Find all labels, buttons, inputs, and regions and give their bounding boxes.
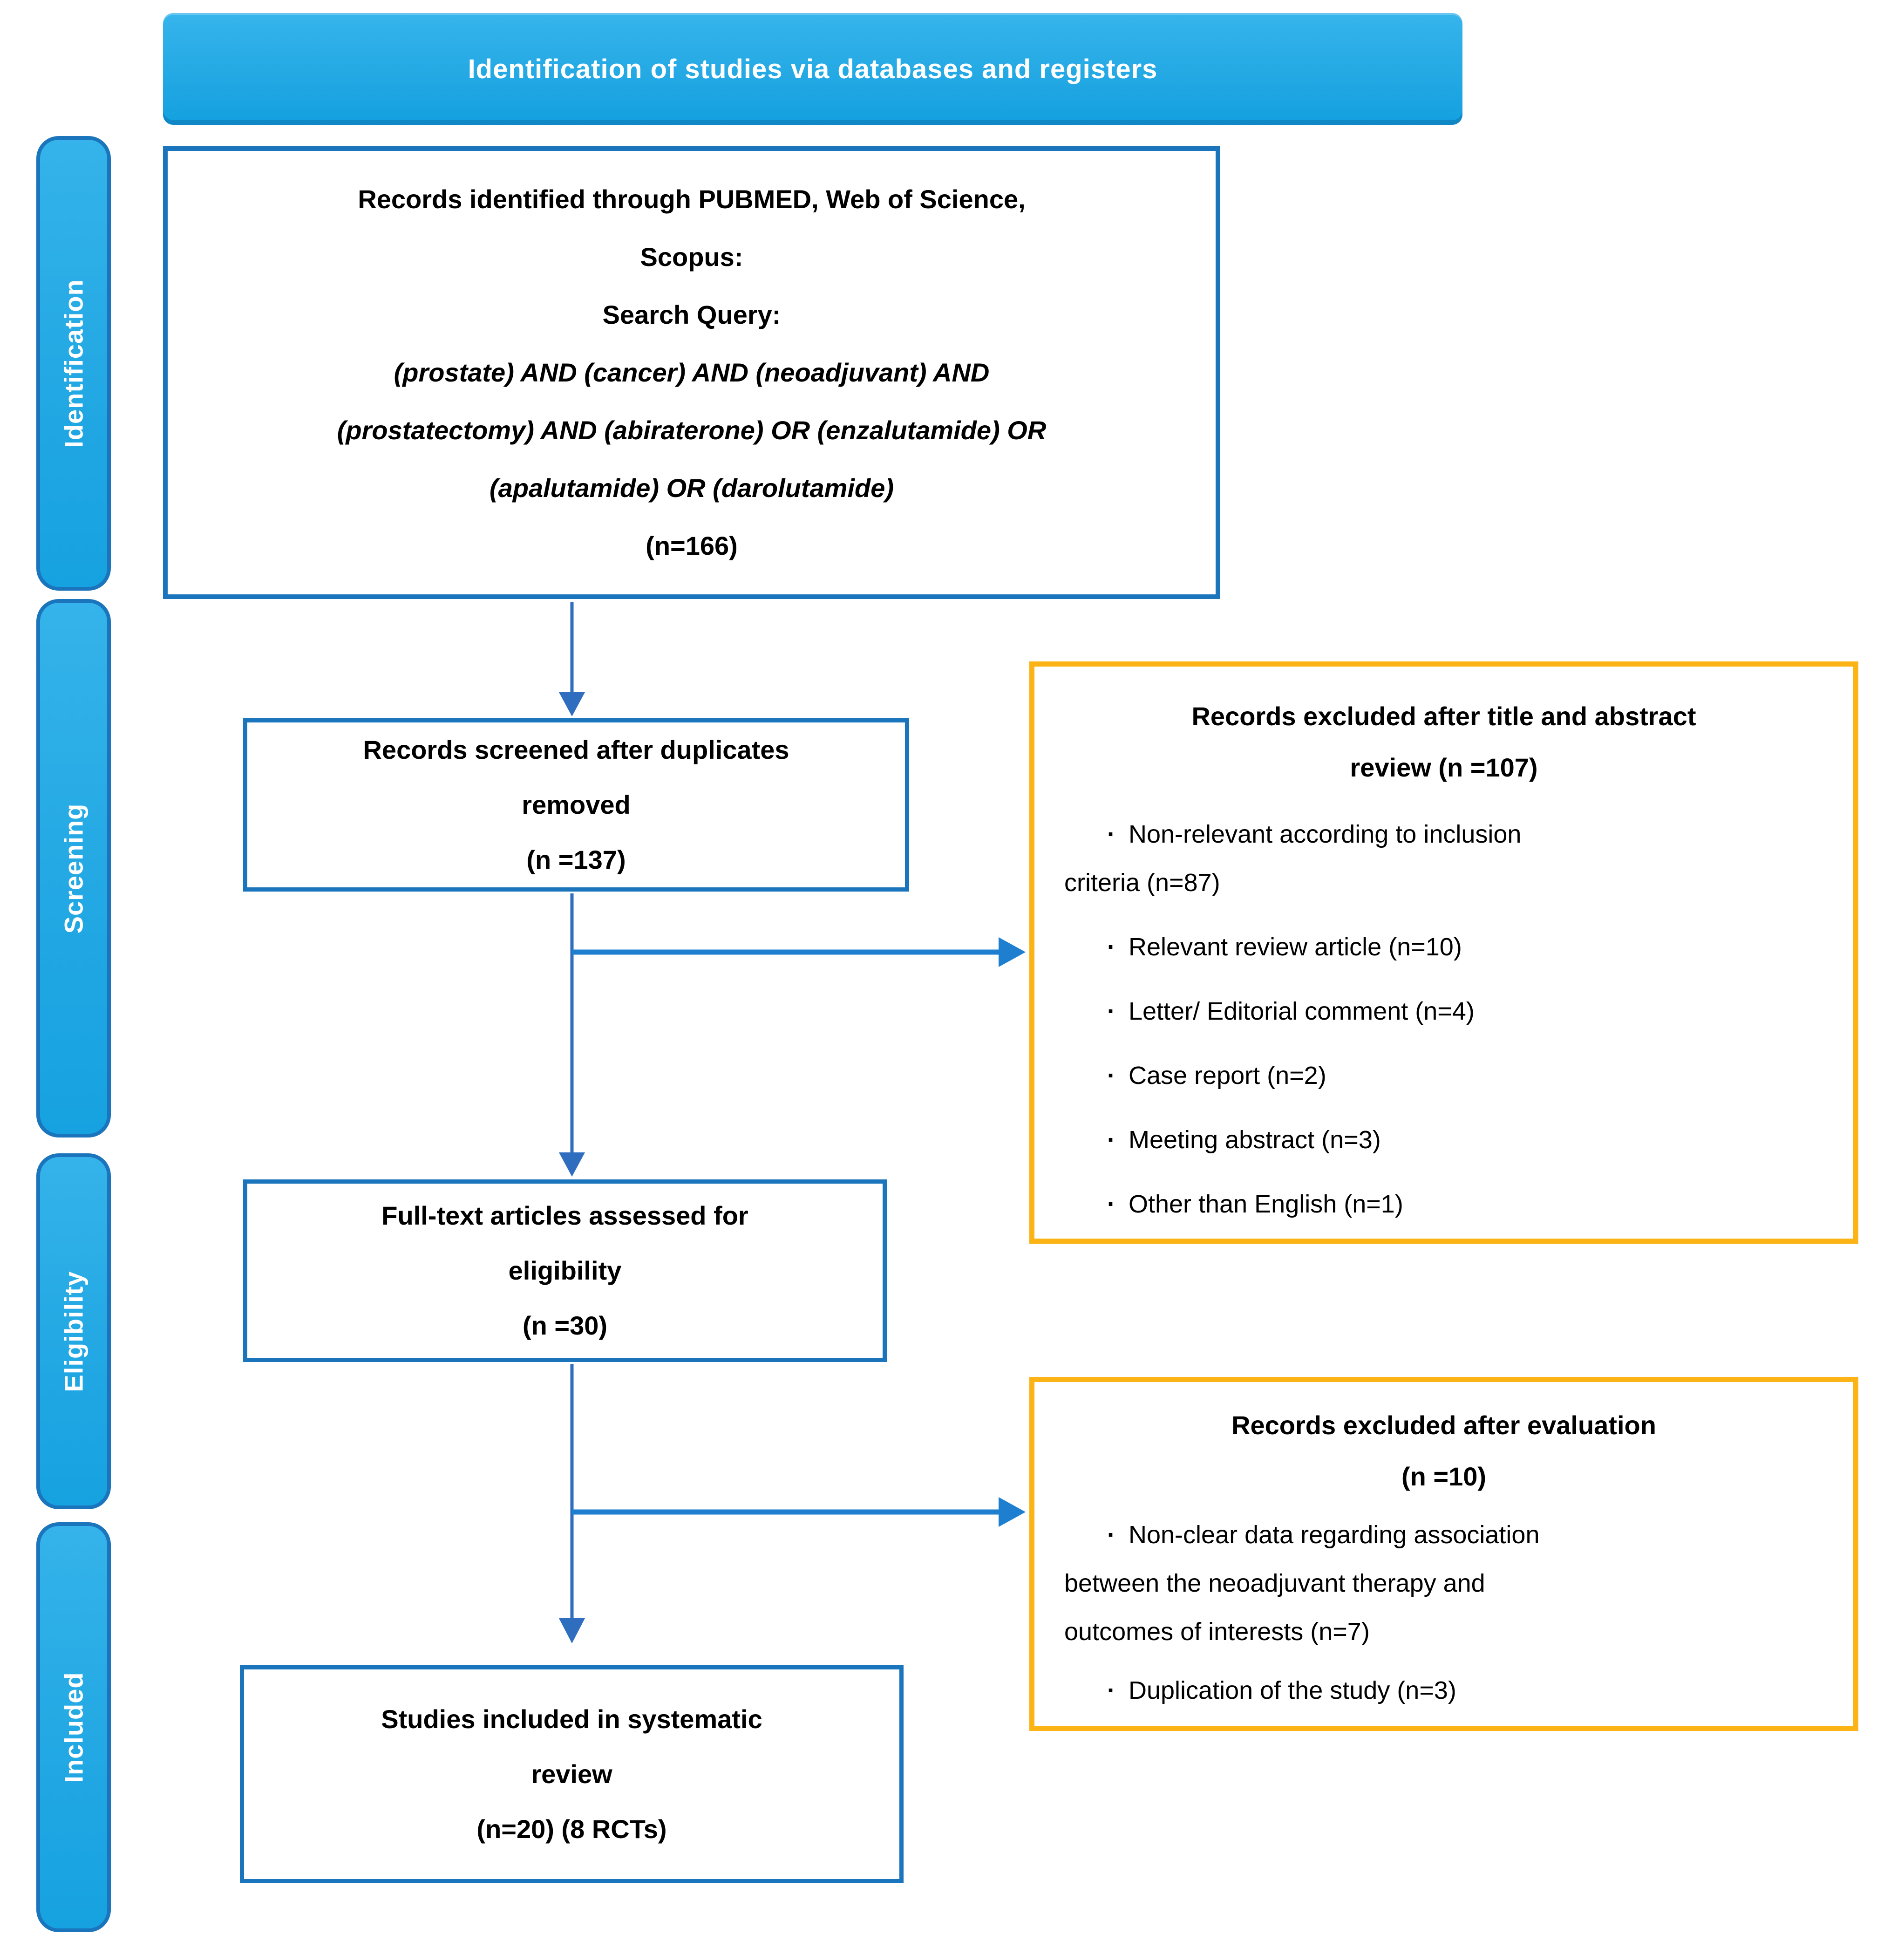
bullet-line: criteria (n=87) — [1064, 869, 1220, 897]
box-count: (n=20) (8 RCTs) — [476, 1814, 667, 1844]
box-line: Records identified through PUBMED, Web o… — [358, 184, 1026, 214]
exclusion-bullet: Non-clear data regarding association bet… — [1064, 1511, 1823, 1656]
stage-label-identification: Identification — [36, 136, 111, 591]
exclusion-bullet: Relevant review article (n=10) — [1064, 923, 1823, 971]
bullet-line: Non-relevant according to inclusion — [1064, 810, 1823, 858]
box-line: Scopus: — [640, 242, 743, 272]
exclusion-bullet-list: Non-relevant according to inclusion crit… — [1064, 810, 1823, 1228]
exclusion-bullet: Meeting abstract (n=3) — [1064, 1116, 1823, 1164]
bullet-line: Non-clear data regarding association — [1064, 1511, 1823, 1559]
box-line: eligibility — [508, 1256, 622, 1285]
bullet-line: outcomes of interests (n=7) — [1064, 1618, 1370, 1646]
stage-label-included: Included — [36, 1522, 111, 1932]
box-line: removed — [522, 790, 631, 819]
box-records-identified: Records identified through PUBMED, Web o… — [163, 146, 1220, 599]
exclusion-title-line: review (n =107) — [1350, 753, 1538, 782]
box-line: Full-text articles assessed for — [381, 1201, 748, 1230]
stage-label-text: Identification — [59, 279, 88, 448]
stage-label-text: Included — [59, 1671, 88, 1783]
exclusion-bullet: Duplication of the study (n=3) — [1064, 1666, 1823, 1715]
bullet-line: Duplication of the study (n=3) — [1064, 1666, 1823, 1715]
arrow-screened-to-fulltext — [559, 893, 585, 1177]
stage-label-text: Screening — [59, 803, 88, 933]
stage-label-eligibility: Eligibility — [36, 1153, 111, 1509]
box-fulltext-assessed: Full-text articles assessed for eligibil… — [243, 1179, 887, 1362]
header-banner: Identification of studies via databases … — [163, 13, 1462, 125]
arrow-fulltext-to-excluded — [572, 1497, 1026, 1527]
exclusion-bullet: Case report (n=2) — [1064, 1051, 1823, 1100]
arrow-screened-to-excluded — [572, 937, 1026, 967]
box-line: Search Query: — [602, 300, 781, 329]
box-records-screened: Records screened after duplicates remove… — [243, 718, 909, 892]
box-count: (n=166) — [646, 531, 738, 560]
stage-label-screening: Screening — [36, 599, 111, 1137]
bullet-line: Other than English (n=1) — [1064, 1180, 1823, 1228]
bullet-line: Relevant review article (n=10) — [1064, 923, 1823, 971]
bullet-line: Case report (n=2) — [1064, 1051, 1823, 1100]
exclusion-bullet: Other than English (n=1) — [1064, 1180, 1823, 1228]
box-excluded-title-abstract: Records excluded after title and abstrac… — [1029, 661, 1858, 1244]
bullet-line: between the neoadjuvant therapy and — [1064, 1569, 1485, 1597]
box-line: Records screened after duplicates — [363, 735, 789, 764]
box-line-query: (prostate) AND (cancer) AND (neoadjuvant… — [394, 358, 990, 387]
exclusion-bullet: Non-relevant according to inclusion crit… — [1064, 810, 1823, 907]
bullet-line: Letter/ Editorial comment (n=4) — [1064, 987, 1823, 1035]
box-studies-included: Studies included in systematic review (n… — [240, 1665, 904, 1883]
box-count: (n =30) — [522, 1311, 608, 1340]
stage-label-text: Eligibility — [59, 1271, 88, 1392]
box-line-query: (prostatectomy) AND (abiraterone) OR (en… — [337, 415, 1047, 445]
exclusion-bullet-list: Non-clear data regarding association bet… — [1064, 1511, 1823, 1715]
box-count: (n =137) — [526, 845, 626, 874]
header-title: Identification of studies via databases … — [468, 54, 1158, 84]
exclusion-title-line: Records excluded after evaluation — [1231, 1410, 1656, 1440]
exclusion-title-line: Records excluded after title and abstrac… — [1191, 702, 1696, 731]
arrow-fulltext-to-included — [559, 1364, 585, 1643]
exclusion-title-line: (n =10) — [1401, 1462, 1487, 1491]
box-line: review — [531, 1759, 612, 1789]
bullet-line: Meeting abstract (n=3) — [1064, 1116, 1823, 1164]
box-excluded-evaluation: Records excluded after evaluation (n =10… — [1029, 1377, 1858, 1731]
box-line: Studies included in systematic — [381, 1704, 762, 1734]
exclusion-bullet: Letter/ Editorial comment (n=4) — [1064, 987, 1823, 1035]
box-line-query: (apalutamide) OR (darolutamide) — [489, 473, 894, 503]
arrow-identified-to-screened — [559, 602, 585, 716]
